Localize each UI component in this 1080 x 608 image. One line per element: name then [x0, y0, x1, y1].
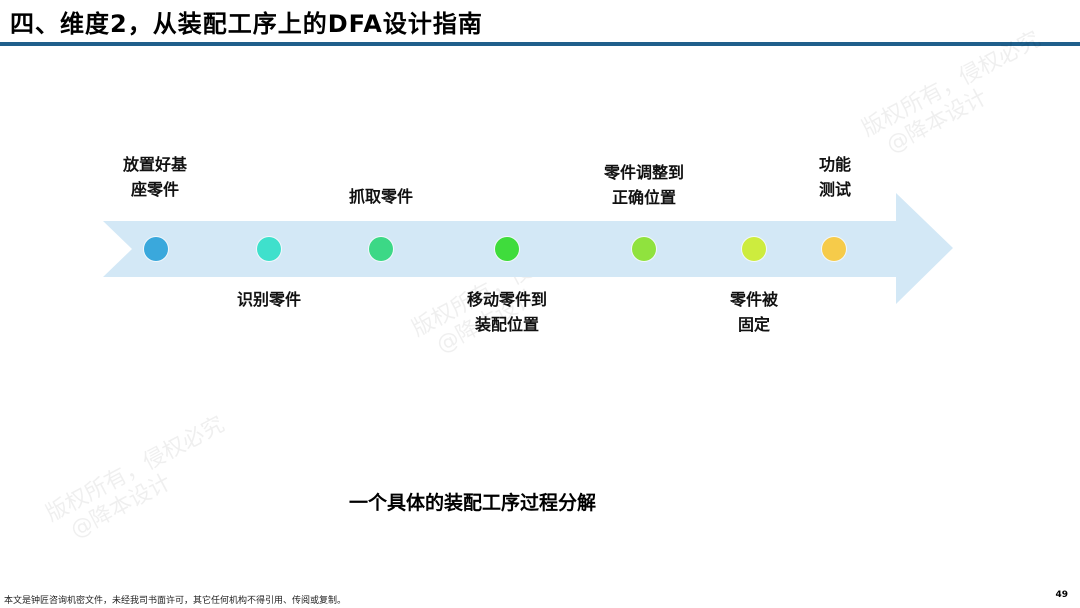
step-label-6: 零件被 固定: [729, 290, 778, 334]
step-label-2: 识别零件: [236, 290, 301, 309]
step-label-1: 放置好基 座零件: [122, 155, 187, 199]
step-label-7: 功能 测试: [818, 155, 851, 199]
step-dot-6: [742, 237, 766, 261]
step-dot-3: [369, 237, 393, 261]
step-label-3: 抓取零件: [348, 187, 413, 206]
diagram-caption: 一个具体的装配工序过程分解: [348, 492, 596, 514]
title-divider: [0, 42, 1080, 46]
step-dot-4: [495, 237, 519, 261]
process-arrow-shape: [103, 193, 953, 304]
confidentiality-footer: 本文是钟匠咨询机密文件，未经我司书面许可，其它任何机构不得引用、传阅或复制。: [4, 596, 347, 606]
step-dot-2: [257, 237, 281, 261]
step-label-4: 移动零件到 装配位置: [466, 290, 547, 334]
page-number: 49: [1055, 590, 1068, 600]
step-dot-5: [632, 237, 656, 261]
slide-title: 四、维度2，从装配工序上的DFA设计指南: [10, 10, 483, 38]
step-label-5: 零件调整到 正确位置: [603, 163, 684, 207]
step-dot-1: [144, 237, 168, 261]
step-dot-7: [822, 237, 846, 261]
